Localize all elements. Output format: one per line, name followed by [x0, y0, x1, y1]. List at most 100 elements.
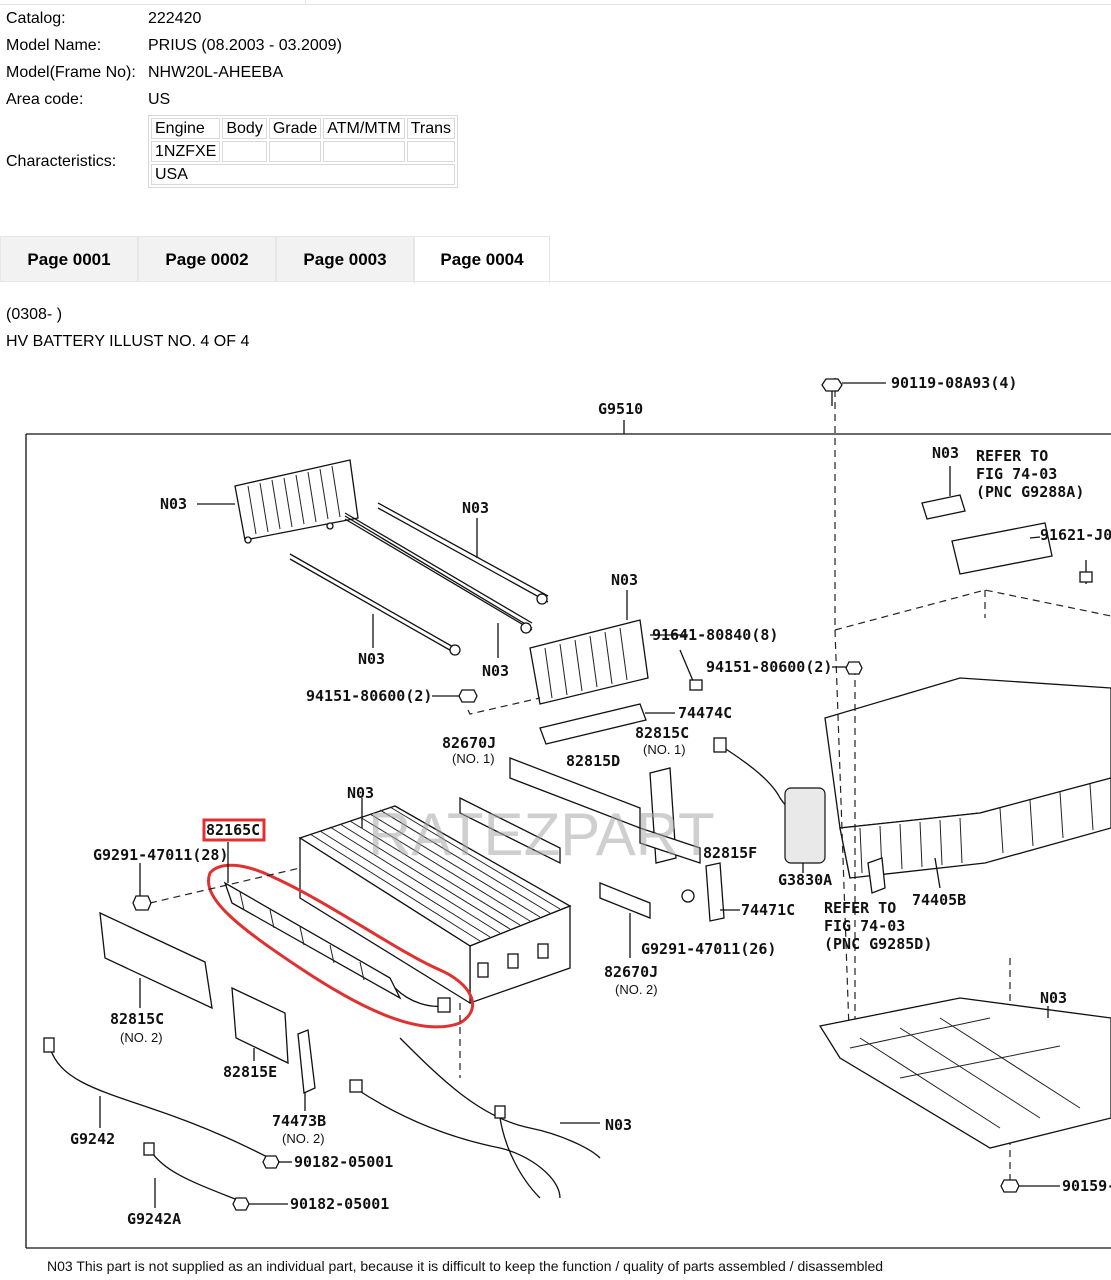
label-82165c: 82165C — [206, 821, 260, 839]
char-value-row: 1NZFXE — [151, 141, 456, 162]
char-header: Trans — [406, 118, 456, 139]
char-header-row: Engine Body Grade ATM/MTM Trans — [151, 118, 456, 139]
label-74474c: 74474C — [678, 704, 732, 722]
bracket-74473b — [297, 1029, 316, 1094]
harness-82165c — [223, 881, 451, 1013]
bolt-90119 — [821, 378, 886, 406]
footnote: N03 This part is not supplied as an indi… — [47, 1258, 883, 1274]
bolt-91641 — [679, 649, 703, 691]
bolt-90159 — [1000, 1179, 1060, 1193]
bracket-74474c — [539, 703, 647, 745]
characteristics-table: Engine Body Grade ATM/MTM Trans 1NZFXE U… — [148, 115, 459, 188]
info-value: NHW20L-AHEEBA — [148, 64, 284, 81]
label-91641: 91641-80840(8) — [652, 626, 778, 644]
leader-lines — [99, 466, 1049, 1208]
label-g9291-26: G9291-47011(26) — [641, 940, 776, 958]
label-n03: N03 — [605, 1116, 632, 1134]
page-tabs: Page 0001 Page 0002 Page 0003 Page 0004 — [0, 236, 560, 284]
nut-90182-b — [232, 1197, 250, 1211]
label-n03: N03 — [358, 650, 385, 668]
label-94151-right: 94151-80600(2) — [706, 658, 832, 676]
label-refer-pnc: (PNC G9285D) — [824, 935, 932, 953]
label-74405b: 74405B — [912, 891, 966, 909]
label-refer-to: REFER TO — [976, 447, 1048, 465]
bracket-74471c — [705, 862, 725, 922]
label-82815e: 82815E — [223, 1063, 277, 1081]
char-value — [268, 141, 322, 162]
label-refer-pnc: (PNC G9288A) — [976, 483, 1084, 501]
label-n03: N03 — [482, 662, 509, 680]
info-label: Model Name: — [6, 37, 102, 54]
nut-94151-right — [845, 661, 863, 675]
rail-82670j-no2 — [599, 882, 651, 919]
plate-82815c-no2 — [99, 911, 213, 1010]
parts-diagram-svg: G9510 N03 N03 N03 N03 N03 N03 N03 N03 N0… — [25, 374, 1111, 1274]
nut-90182-a — [262, 1155, 280, 1169]
clip-91621 — [1079, 560, 1093, 584]
tab-page-0001[interactable]: Page 0001 — [0, 236, 138, 282]
label-refer-fig: FIG 74-03 — [824, 917, 905, 935]
highlight-box — [202, 818, 266, 842]
char-value — [222, 141, 267, 162]
cable-g9242 — [43, 1037, 276, 1162]
info-value: PRIUS (08.2003 - 03.2009) — [148, 37, 342, 54]
nut-g9291-28 — [132, 895, 152, 911]
upper-bracket — [234, 459, 359, 544]
label-g3830a: G3830A — [778, 871, 832, 889]
char-value: 1NZFXE — [151, 141, 221, 162]
char-region: USA — [151, 164, 456, 185]
label-n03: N03 — [611, 571, 638, 589]
lower-wire-harness — [349, 1037, 601, 1199]
label-n03: N03 — [1040, 989, 1067, 1007]
info-value: US — [148, 91, 171, 108]
label-n03: N03 — [462, 499, 489, 517]
watermark: RATEZPART — [368, 801, 715, 868]
label-refer-fig: FIG 74-03 — [976, 465, 1057, 483]
info-label: Catalog: — [6, 10, 66, 27]
label-82815c-no1: 82815C — [635, 724, 689, 742]
label-n03: N03 — [932, 444, 959, 462]
junction-block-g3830a — [713, 737, 826, 864]
label-n03: N03 — [160, 495, 187, 513]
label-no1: (NO. 1) — [452, 751, 495, 766]
battery-upper-case — [824, 677, 1111, 879]
label-90182-a: 90182-05001 — [294, 1153, 393, 1171]
label-g9242: G9242 — [70, 1130, 115, 1148]
label-90159: 90159- — [1062, 1177, 1111, 1195]
char-value — [323, 141, 405, 162]
char-header: Grade — [268, 118, 322, 139]
char-header: Body — [222, 118, 267, 139]
characteristics-label: Characteristics: — [6, 153, 117, 170]
char-region-row: USA — [151, 164, 456, 185]
tab-page-0004[interactable]: Page 0004 — [414, 236, 550, 284]
tabs-divider — [0, 281, 1111, 282]
date-range: (0308- ) — [6, 306, 63, 323]
nut-g9291-26 — [681, 889, 695, 903]
illustration-title: HV BATTERY ILLUST NO. 4 OF 4 — [6, 333, 250, 350]
tab-page-0002[interactable]: Page 0002 — [138, 236, 276, 282]
label-g9242a: G9242A — [127, 1210, 181, 1228]
part-82815f — [639, 827, 701, 864]
label-74473b: 74473B — [272, 1112, 326, 1130]
tab-page-0003[interactable]: Page 0003 — [276, 236, 414, 282]
char-header: ATM/MTM — [323, 118, 405, 139]
info-label: Model(Frame No): — [6, 64, 136, 81]
label-refer-to: REFER TO — [824, 899, 896, 917]
parts-diagram: G9510 N03 N03 N03 N03 N03 N03 N03 N03 N0… — [0, 358, 1111, 1280]
label-g9291-28: G9291-47011(28) — [93, 846, 228, 864]
label-no2: (NO. 2) — [120, 1030, 163, 1045]
cable-g9242a — [143, 1142, 241, 1202]
lower-tray — [818, 997, 1111, 1149]
label-n03: N03 — [347, 784, 374, 802]
rods — [289, 502, 549, 656]
label-no1: (NO. 1) — [643, 742, 686, 757]
top-divider — [0, 0, 1111, 5]
rail-82670j-no1 — [459, 796, 561, 865]
char-header: Engine — [151, 118, 221, 139]
label-74471c: 74471C — [741, 901, 795, 919]
plate-82815e — [231, 986, 289, 1065]
label-82815d: 82815D — [566, 752, 620, 770]
label-82815c-no2: 82815C — [110, 1010, 164, 1028]
label-plate — [921, 494, 966, 520]
char-value — [406, 141, 456, 162]
